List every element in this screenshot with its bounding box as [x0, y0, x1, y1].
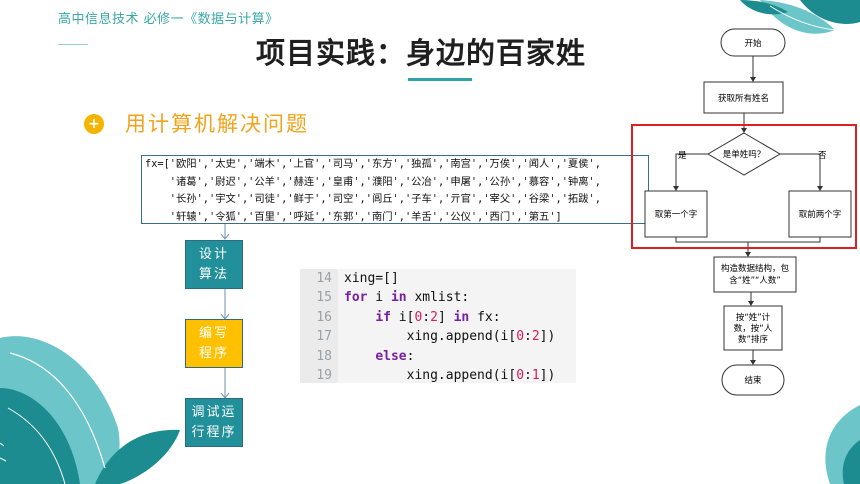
- code-token: 0: [414, 309, 423, 325]
- line-number: 17: [300, 327, 338, 347]
- code-token: ]): [539, 329, 556, 345]
- step-design-algorithm: 设计 算法: [185, 240, 243, 289]
- section-subtitle: 用计算机解决问题: [125, 112, 309, 136]
- flow-sort-line1: 按“姓”计: [736, 312, 771, 323]
- surname-code-line-3: '长孙','宇文','司徒','鲜于','司空','闾丘','子车','亓官',…: [145, 193, 601, 205]
- code-text: xing.append(i[0:1]): [338, 366, 556, 383]
- flow-end-label: 结束: [744, 375, 762, 386]
- flow-take-first: [644, 190, 708, 238]
- code-token: in: [453, 309, 470, 325]
- decision-highlight-box: [631, 124, 857, 249]
- code-token: for: [344, 290, 368, 306]
- flow-decision-label: 是单姓吗？: [723, 149, 766, 160]
- flow-take-two-label: 取前两个字: [799, 209, 842, 220]
- code-token: 2: [531, 329, 540, 345]
- code-token: 1: [531, 367, 540, 383]
- flow-build-line1: 构造数据结构，包: [721, 263, 790, 274]
- code-token: xmlist:: [406, 290, 470, 306]
- step-write-line2: 程序: [198, 345, 229, 361]
- code-token: 2: [430, 309, 438, 325]
- step-debug-line1: 调试运: [191, 404, 237, 420]
- code-text: else:: [338, 347, 414, 366]
- code-line: 18 else:: [300, 346, 576, 366]
- leaf-decoration-bottom-right: [825, 405, 860, 484]
- step-design-line2: 算法: [198, 266, 229, 282]
- step-debug-line2: 行程序: [191, 424, 237, 440]
- line-number: 14: [300, 269, 338, 289]
- code-token: :: [406, 348, 415, 364]
- code-token: :: [422, 309, 431, 325]
- code-token: in: [390, 290, 407, 306]
- code-token: [344, 349, 375, 364]
- code-token: if: [375, 309, 391, 325]
- code-text: xing.append(i[0:2]): [338, 327, 556, 346]
- flow-decision: [707, 132, 781, 176]
- line-number: 19: [300, 365, 338, 383]
- leaf-decoration-bottom-left: [0, 336, 180, 484]
- line-number: 16: [300, 307, 338, 328]
- code-token: xing=[]: [344, 271, 399, 286]
- page-title: 项目实践：身边的百家姓: [256, 36, 587, 70]
- flow-end: [721, 364, 785, 396]
- code-token: xing.append(i[: [344, 367, 517, 383]
- flow-no-label: 否: [818, 151, 827, 161]
- surname-code-line-2: '诸葛','尉迟','公羊','赫连','皇甫','濮阳','公冶','申屠',…: [145, 175, 601, 188]
- code-text: for i in xmlist:: [338, 288, 469, 307]
- code-line: 17 xing.append(i[0:2]): [300, 327, 576, 347]
- code-token: :: [524, 329, 532, 345]
- code-token: 0: [516, 329, 525, 345]
- flow-build-structure: [713, 256, 797, 293]
- code-line: 19 xing.append(i[0:1]): [300, 365, 576, 383]
- code-token: i[: [390, 309, 415, 325]
- step-write-program: 编写 程序: [185, 319, 243, 368]
- code-token: :: [524, 367, 532, 383]
- flow-get-names-label: 获取所有姓名: [718, 93, 769, 104]
- step-connectors: [220, 224, 230, 399]
- course-divider: [58, 44, 88, 45]
- leaf-decoration-top-right: [740, 0, 860, 34]
- course-label: 高中信息技术 必修一《数据与计算》: [58, 12, 279, 27]
- flow-sort-line2: 数，按“人: [734, 323, 773, 334]
- surname-code-line-1: fx=['欧阳','太史','端木','上官','司马','东方','独孤','…: [145, 158, 601, 170]
- code-line: 16 if i[0:2] in fx:: [300, 307, 576, 328]
- surname-list-code: fx=['欧阳','太史','端木','上官','司马','东方','独孤','…: [141, 155, 649, 224]
- surname-code-line-4: '轩辕','令狐','百里','呼延','东郭','南门','羊舌','公仪',…: [145, 210, 562, 223]
- code-token: [344, 310, 375, 325]
- line-number: 18: [300, 346, 338, 366]
- plus-icon: +: [84, 114, 104, 134]
- code-text: xing=[]: [338, 269, 399, 288]
- code-token: fx:: [469, 309, 501, 325]
- flow-build-line2: 含“姓”“人数”: [729, 275, 781, 286]
- line-number: 15: [300, 288, 338, 308]
- code-line: 14 xing=[]: [300, 269, 576, 289]
- code-token: ]): [539, 367, 556, 383]
- flowchart: 开始 获取所有姓名 是单姓吗？ 是 否 取第一个字 取前两个字 构造数据结构，包…: [644, 28, 852, 396]
- flow-take-first-label: 取第一个字: [655, 209, 698, 220]
- code-token: ]: [437, 309, 454, 325]
- code-token: else: [375, 348, 407, 364]
- code-text: if i[0:2] in fx:: [338, 308, 501, 327]
- code-token: xing.append(i[: [344, 329, 517, 345]
- step-design-line1: 设计: [198, 246, 229, 262]
- code-token: 0: [516, 367, 525, 383]
- step-write-line1: 编写: [198, 325, 229, 341]
- title-underline: [408, 78, 472, 81]
- flow-start-label: 开始: [744, 38, 762, 49]
- step-debug-run: 调试运 行程序: [185, 398, 243, 447]
- flow-sort-line3: 数”排序: [738, 334, 768, 345]
- flow-yes-label: 是: [678, 151, 687, 161]
- flow-count-sort: [723, 305, 783, 351]
- code-token: i: [367, 290, 391, 306]
